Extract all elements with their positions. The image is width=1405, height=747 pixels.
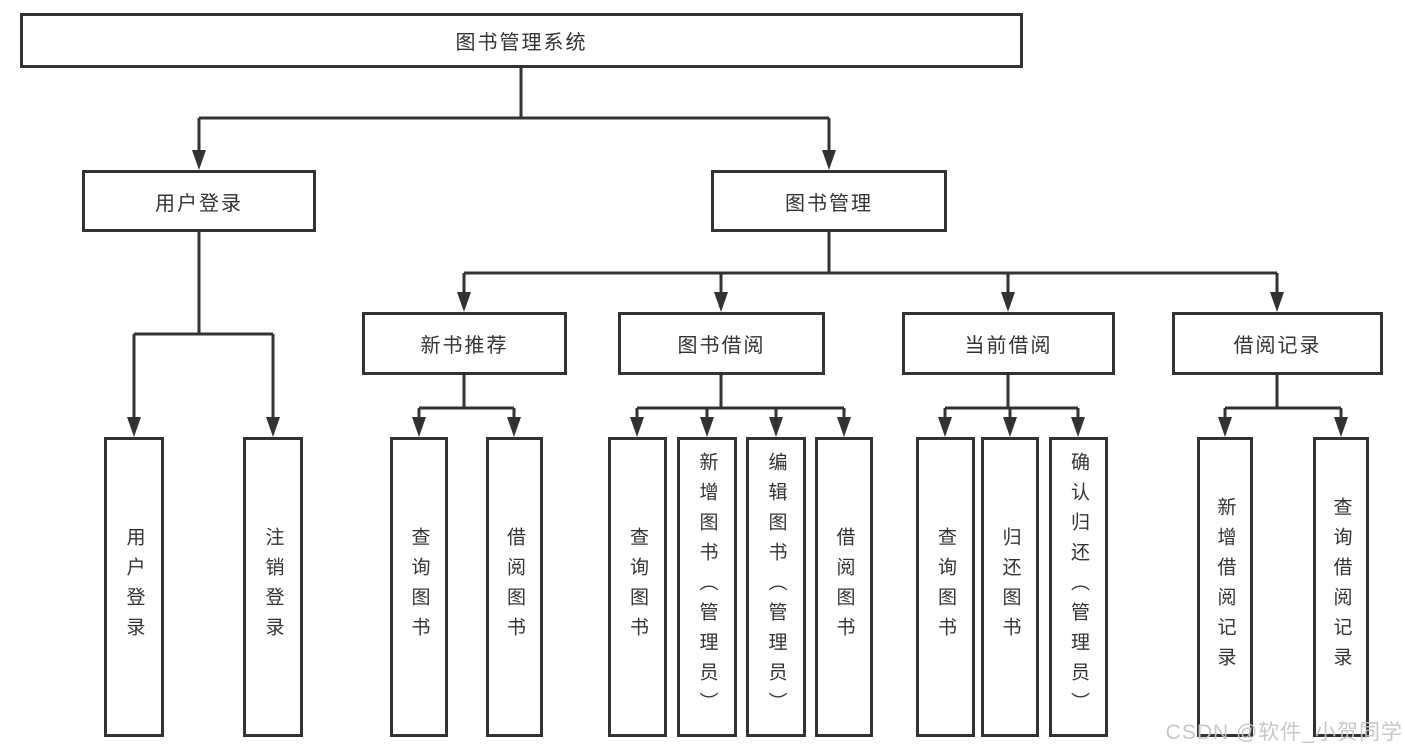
leaf-newbook-query-books: 查询图书 (390, 437, 448, 737)
leaf-logout-label: 注销登录 (262, 527, 284, 647)
node-current-borrow-label: 当前借阅 (964, 335, 1053, 357)
leaf-return-books-label: 归还图书 (999, 527, 1021, 647)
node-new-book-recommend-label: 新书推荐 (420, 335, 509, 357)
node-user-login: 用户登录 (82, 170, 316, 232)
leaf-newbook-borrow-books: 借阅图书 (486, 437, 543, 737)
node-book-borrow-label: 图书借阅 (677, 335, 766, 357)
node-root: 图书管理系统 (20, 13, 1023, 68)
leaf-borrow-books: 借阅图书 (815, 437, 873, 737)
leaf-user-login-label: 用户登录 (123, 527, 145, 647)
leaf-logout: 注销登录 (243, 437, 303, 737)
leaf-add-borrow-record: 新增借阅记录 (1197, 437, 1253, 737)
node-book-borrow: 图书借阅 (618, 312, 825, 375)
leaf-borrow-query-books-label: 查询图书 (627, 527, 648, 647)
leaf-newbook-borrow-books-label: 借阅图书 (504, 527, 525, 647)
node-root-label: 图书管理系统 (455, 32, 588, 54)
node-book-management-label: 图书管理 (785, 192, 873, 215)
leaf-add-book-admin-label: 新增图书（管理员） (696, 452, 718, 722)
leaf-add-book-admin: 新增图书（管理员） (677, 437, 737, 737)
leaf-add-borrow-record-label: 新增借阅记录 (1214, 497, 1236, 677)
leaf-current-query-books-label: 查询图书 (935, 527, 956, 647)
watermark: CSDN @软件_小贺同学 (1165, 721, 1403, 744)
node-current-borrow: 当前借阅 (902, 312, 1115, 375)
leaf-confirm-return-admin: 确认归还（管理员） (1049, 437, 1108, 737)
leaf-query-borrow-record: 查询借阅记录 (1313, 437, 1369, 737)
leaf-edit-book-admin: 编辑图书（管理员） (746, 437, 806, 737)
leaf-return-books: 归还图书 (981, 437, 1039, 737)
node-borrow-records: 借阅记录 (1172, 312, 1383, 375)
leaf-current-query-books: 查询图书 (916, 437, 975, 737)
leaf-newbook-query-books-label: 查询图书 (408, 527, 430, 647)
node-user-login-label: 用户登录 (155, 192, 243, 215)
arrowhead-icons (127, 150, 1348, 437)
leaf-query-borrow-record-label: 查询借阅记录 (1330, 497, 1352, 677)
leaf-borrow-books-label: 借阅图书 (833, 527, 855, 647)
node-book-management: 图书管理 (711, 170, 947, 232)
node-new-book-recommend: 新书推荐 (362, 312, 567, 375)
node-borrow-records-label: 借阅记录 (1233, 335, 1322, 357)
leaf-edit-book-admin-label: 编辑图书（管理员） (765, 452, 787, 722)
leaf-confirm-return-admin-label: 确认归还（管理员） (1068, 452, 1089, 722)
leaf-user-login: 用户登录 (104, 437, 164, 737)
leaf-borrow-query-books: 查询图书 (608, 437, 667, 737)
